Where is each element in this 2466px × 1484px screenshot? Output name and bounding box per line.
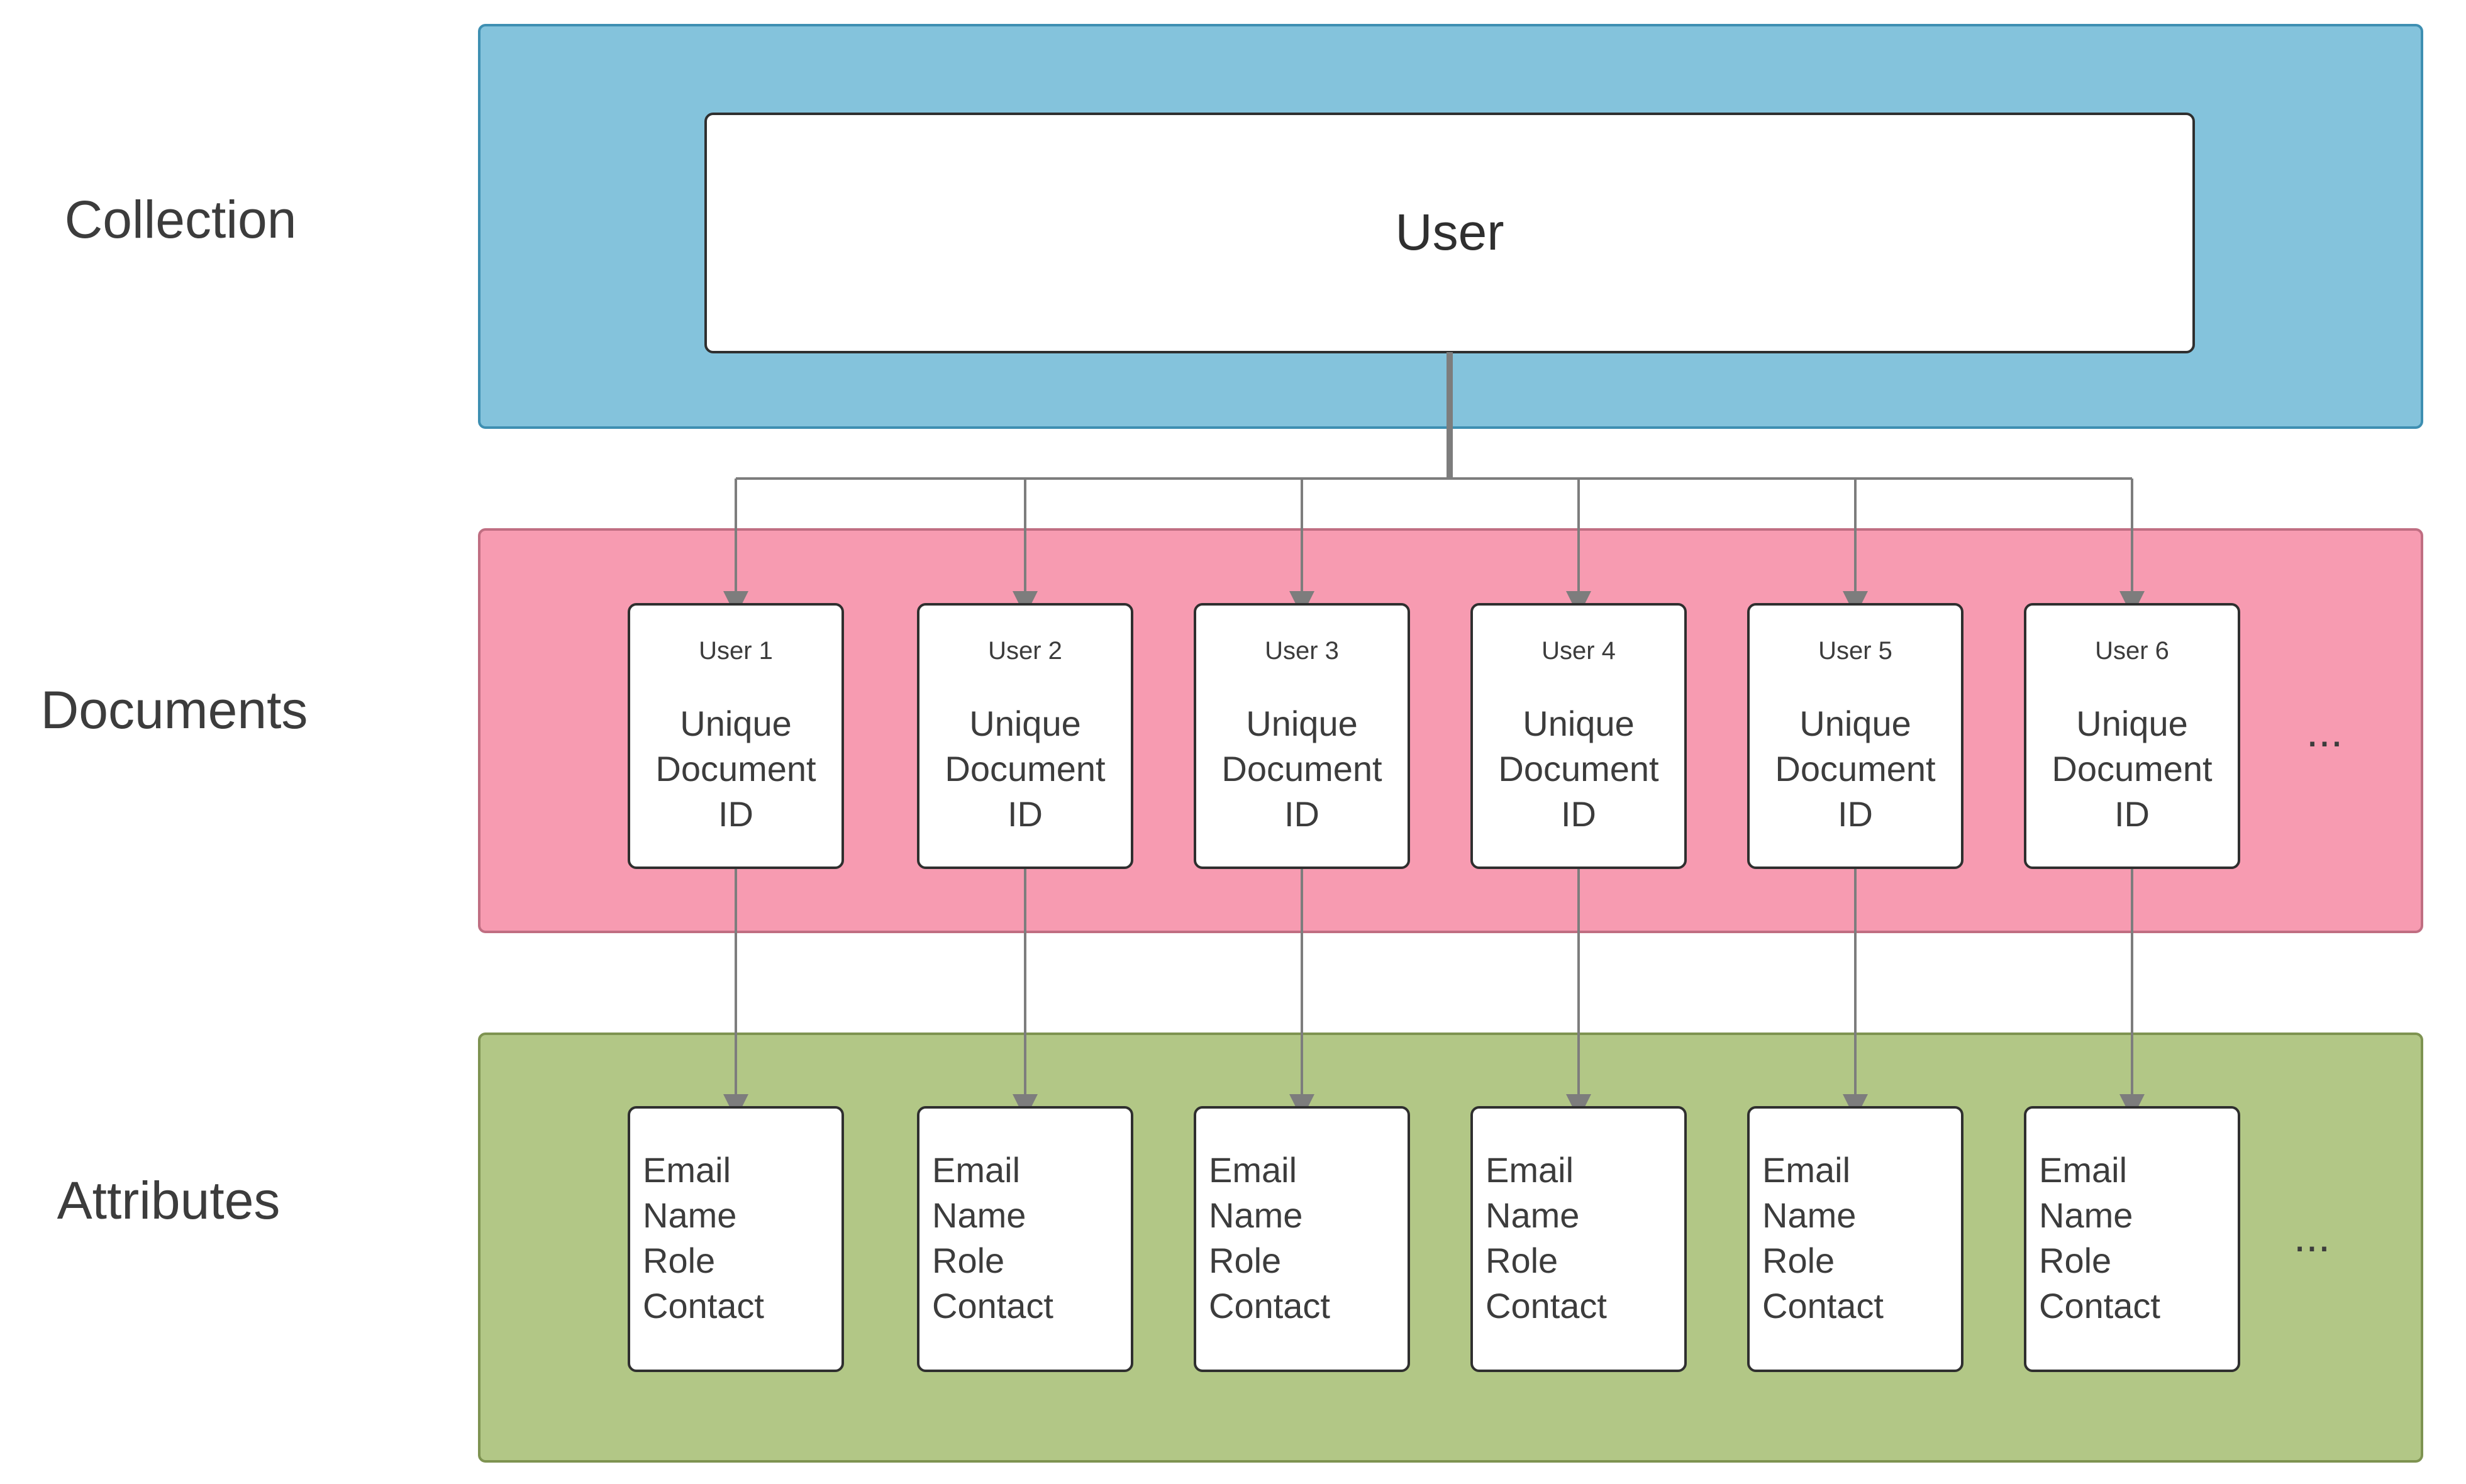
attribute-line-4-4: Contact (1486, 1286, 1607, 1326)
attribute-line-2-1: Email (932, 1150, 1020, 1190)
attributes-group: EmailNameRoleContactEmailNameRoleContact… (628, 1106, 2240, 1372)
document-line-6-1: Unique (2076, 704, 2187, 743)
attribute-box-4 (1470, 1106, 1687, 1372)
document-line-4-3: ID (1561, 794, 1596, 834)
connectors (723, 477, 2145, 1119)
attribute-box-1 (628, 1106, 844, 1372)
label-collection: Collection (65, 190, 297, 249)
document-line-5-3: ID (1838, 794, 1873, 834)
document-line-6-2: Document (2052, 749, 2213, 789)
attribute-box-3 (1194, 1106, 1410, 1372)
document-box-5 (1747, 603, 1963, 869)
document-title-2: User 2 (988, 637, 1062, 665)
document-box-2 (917, 603, 1133, 869)
document-title-3: User 3 (1265, 637, 1339, 665)
label-attributes: Attributes (57, 1171, 280, 1230)
attribute-line-1-3: Role (643, 1241, 715, 1280)
collection-title: User (1395, 204, 1504, 261)
document-line-4-1: Unique (1523, 704, 1634, 743)
attribute-line-1-1: Email (643, 1150, 731, 1190)
attribute-line-4-2: Name (1486, 1195, 1579, 1235)
document-box-1 (628, 603, 844, 869)
label-documents: Documents (41, 680, 308, 739)
attribute-box-6 (2024, 1106, 2240, 1372)
document-line-2-3: ID (1008, 794, 1043, 834)
document-line-2-2: Document (945, 749, 1106, 789)
attribute-line-5-2: Name (1762, 1195, 1856, 1235)
document-line-1-2: Document (655, 749, 816, 789)
attribute-line-6-3: Role (2039, 1241, 2111, 1280)
attribute-box-2 (917, 1106, 1133, 1372)
attribute-line-2-2: Name (932, 1195, 1026, 1235)
attribute-line-6-2: Name (2039, 1195, 2133, 1235)
document-line-1-1: Unique (680, 704, 791, 743)
document-title-4: User 4 (1541, 637, 1616, 665)
document-line-1-3: ID (718, 794, 753, 834)
document-title-5: User 5 (1818, 637, 1892, 665)
document-title-6: User 6 (2095, 637, 2169, 665)
attribute-line-2-4: Contact (932, 1286, 1053, 1326)
attribute-line-2-3: Role (932, 1241, 1004, 1280)
document-line-5-2: Document (1775, 749, 1936, 789)
document-line-2-1: Unique (969, 704, 1080, 743)
attribute-line-4-3: Role (1486, 1241, 1558, 1280)
attribute-line-1-2: Name (643, 1195, 736, 1235)
document-line-3-3: ID (1284, 794, 1319, 834)
attribute-line-6-1: Email (2039, 1150, 2127, 1190)
attribute-line-5-4: Contact (1762, 1286, 1884, 1326)
document-box-4 (1470, 603, 1687, 869)
attribute-line-3-1: Email (1209, 1150, 1297, 1190)
document-box-3 (1194, 603, 1410, 869)
document-line-4-2: Document (1498, 749, 1659, 789)
document-line-5-1: Unique (1799, 704, 1911, 743)
attribute-line-3-3: Role (1209, 1241, 1281, 1280)
document-title-1: User 1 (699, 637, 773, 665)
attribute-line-5-1: Email (1762, 1150, 1850, 1190)
attribute-box-5 (1747, 1106, 1963, 1372)
attribute-line-4-1: Email (1486, 1150, 1574, 1190)
attributes-ellipsis: ... (2294, 1212, 2330, 1261)
attribute-line-1-4: Contact (643, 1286, 764, 1326)
documents-ellipsis: ... (2306, 707, 2343, 756)
document-line-3-1: Unique (1246, 704, 1357, 743)
document-box-6 (2024, 603, 2240, 869)
attribute-line-5-3: Role (1762, 1241, 1835, 1280)
attribute-line-3-2: Name (1209, 1195, 1302, 1235)
document-line-6-3: ID (2114, 794, 2150, 834)
attribute-line-6-4: Contact (2039, 1286, 2160, 1326)
document-line-3-2: Document (1221, 749, 1382, 789)
attribute-line-3-4: Contact (1209, 1286, 1330, 1326)
